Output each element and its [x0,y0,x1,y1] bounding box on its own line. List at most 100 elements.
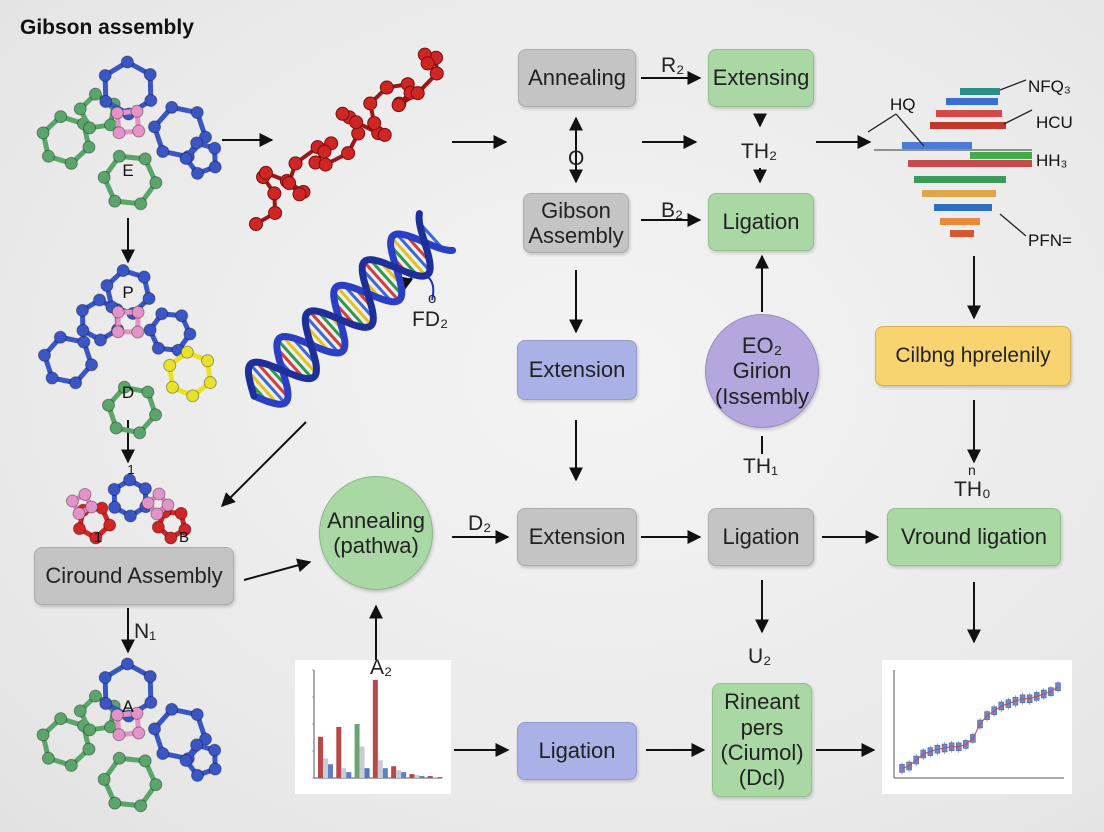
spectrum-bar [936,110,1002,117]
pink-atom [111,305,125,319]
label-fd2: FD₂ [412,308,449,331]
chain-atom [420,56,435,71]
bar-mark [382,768,388,778]
node-annealing-circle[interactable]: Annealing (pathwa) [319,476,433,590]
dna-base-pair [316,310,346,343]
chain-atom [341,146,356,161]
node-rineant-pers[interactable]: Rineant pers (Ciumol) (Dcl) [712,683,812,797]
spectrum-label-hcu: HCU [1036,113,1073,132]
chain-atom [249,217,263,231]
node-ciround-assembly[interactable]: Ciround Assembly [34,547,234,605]
dna-base-pair [249,363,287,404]
node-annealing-top[interactable]: Annealing [518,49,636,107]
blue-atom [108,500,122,514]
node-extension-mid[interactable]: Extension [517,340,637,400]
node-extensing[interactable]: Extensing [708,49,814,107]
blue-atom [98,671,112,685]
blue-atom [120,55,134,69]
green-atom [82,742,96,756]
blue-atom [165,100,179,114]
blue-atom [93,293,107,307]
green-atom [149,176,163,190]
blue-atom [37,348,51,362]
green-atom [117,380,131,394]
spectrum-leader [1003,109,1033,125]
chain-atom [410,86,425,101]
spectrum-bar [940,218,980,225]
pink-atom [112,126,126,140]
green-atom [97,170,111,184]
dna-helix [244,210,457,408]
bar-mark [401,772,407,778]
green-atom [109,421,123,435]
blue-atom [156,746,170,760]
green-atom [36,126,50,140]
bar-chart [312,669,443,779]
blue-atom [190,768,204,782]
node-cilbng[interactable]: Cilbng hprelenily [875,326,1071,386]
blue-atom [116,264,130,278]
pink-atom [150,507,164,521]
green-atom [88,87,102,101]
blue-atom [208,743,222,757]
label-o: O [568,147,585,170]
spectrum-bar [922,190,996,197]
bar-mark [346,772,352,778]
chain-atom [429,66,444,81]
green-atom [149,778,163,792]
chain-atom [268,205,283,220]
node-ligation-low[interactable]: Ligation [708,508,814,566]
green-atom [108,194,122,208]
blue-atom [85,358,99,372]
node-vround-ligation[interactable]: Vround ligation [887,508,1061,566]
chain-atom [317,144,332,159]
bar-mark [364,768,370,778]
chain-atom [349,115,364,130]
blue-atom [69,376,83,390]
bar-mark [432,777,438,778]
dna-base-pair [389,244,419,277]
connector-arrows [121,71,981,757]
green-atom [64,156,78,170]
node-ligation-top[interactable]: Ligation [708,193,814,251]
label-n1: N₁ [134,620,157,643]
dna-base-pair [361,267,393,303]
blue-atom [98,69,112,83]
page-title: Gibson assembly [20,16,194,39]
blue-atom [208,141,222,155]
dna-base-pair [276,339,314,380]
green-atom [88,689,102,703]
node-ligation-bottom[interactable]: Ligation [517,722,637,780]
line-chart-panel [882,660,1072,794]
label-d2: D₂ [468,512,492,535]
blue-atom [137,270,151,284]
blue-atom [93,333,107,347]
pink-atom [161,498,175,512]
yellow-atom [165,380,179,394]
spectrum-graphic [867,79,1033,237]
mol-label-p: P [122,283,133,302]
bar-mark [328,764,333,778]
node-extension-low[interactable]: Extension [517,508,637,566]
blue-atom [123,509,137,523]
green-atom [54,712,68,726]
green-atom [138,754,152,768]
node-eo2-girion[interactable]: EO₂ Girion (Issembly [705,314,819,428]
red-atom [178,522,192,536]
chain-atom [391,98,406,113]
blue-atom [183,327,197,341]
chain-atom [318,157,333,172]
pink-atom [78,487,92,501]
node-gibson-assembly[interactable]: Gibson Assembly [523,193,629,253]
blue-atom [138,482,152,496]
green-atom [97,772,111,786]
spectrum-bar [908,160,1032,167]
spectrum-label-hq: HQ [890,95,916,114]
blue-atom [190,708,204,722]
spectrum-bar [950,230,974,237]
blue-atom [99,697,113,711]
chain-atom [379,80,394,95]
green-atom [83,723,97,737]
bar-mark [354,724,360,778]
